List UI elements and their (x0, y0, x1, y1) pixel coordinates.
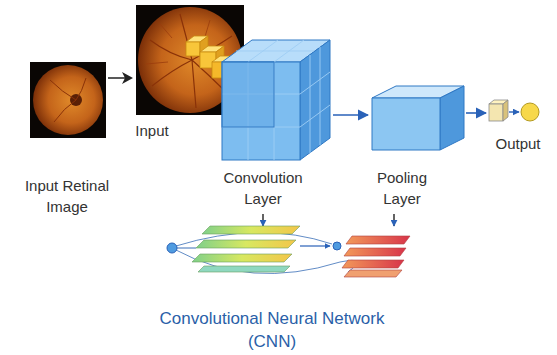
input-retina-image (30, 62, 106, 138)
input-image-label: Input Retinal Image (12, 175, 122, 217)
cnn-schematic (167, 226, 410, 277)
layer-label: Convolution Layer (208, 167, 318, 209)
layer-label: Pooling Layer (366, 167, 438, 209)
output-cube (489, 100, 508, 121)
convolution-volume (222, 40, 330, 160)
pooling-volume (372, 86, 464, 150)
output-node (521, 103, 539, 121)
diagram-caption: Convolutional Neural Network (CNN) (141, 307, 403, 353)
input-label: Input (122, 120, 182, 141)
output-label: Output (483, 133, 553, 154)
